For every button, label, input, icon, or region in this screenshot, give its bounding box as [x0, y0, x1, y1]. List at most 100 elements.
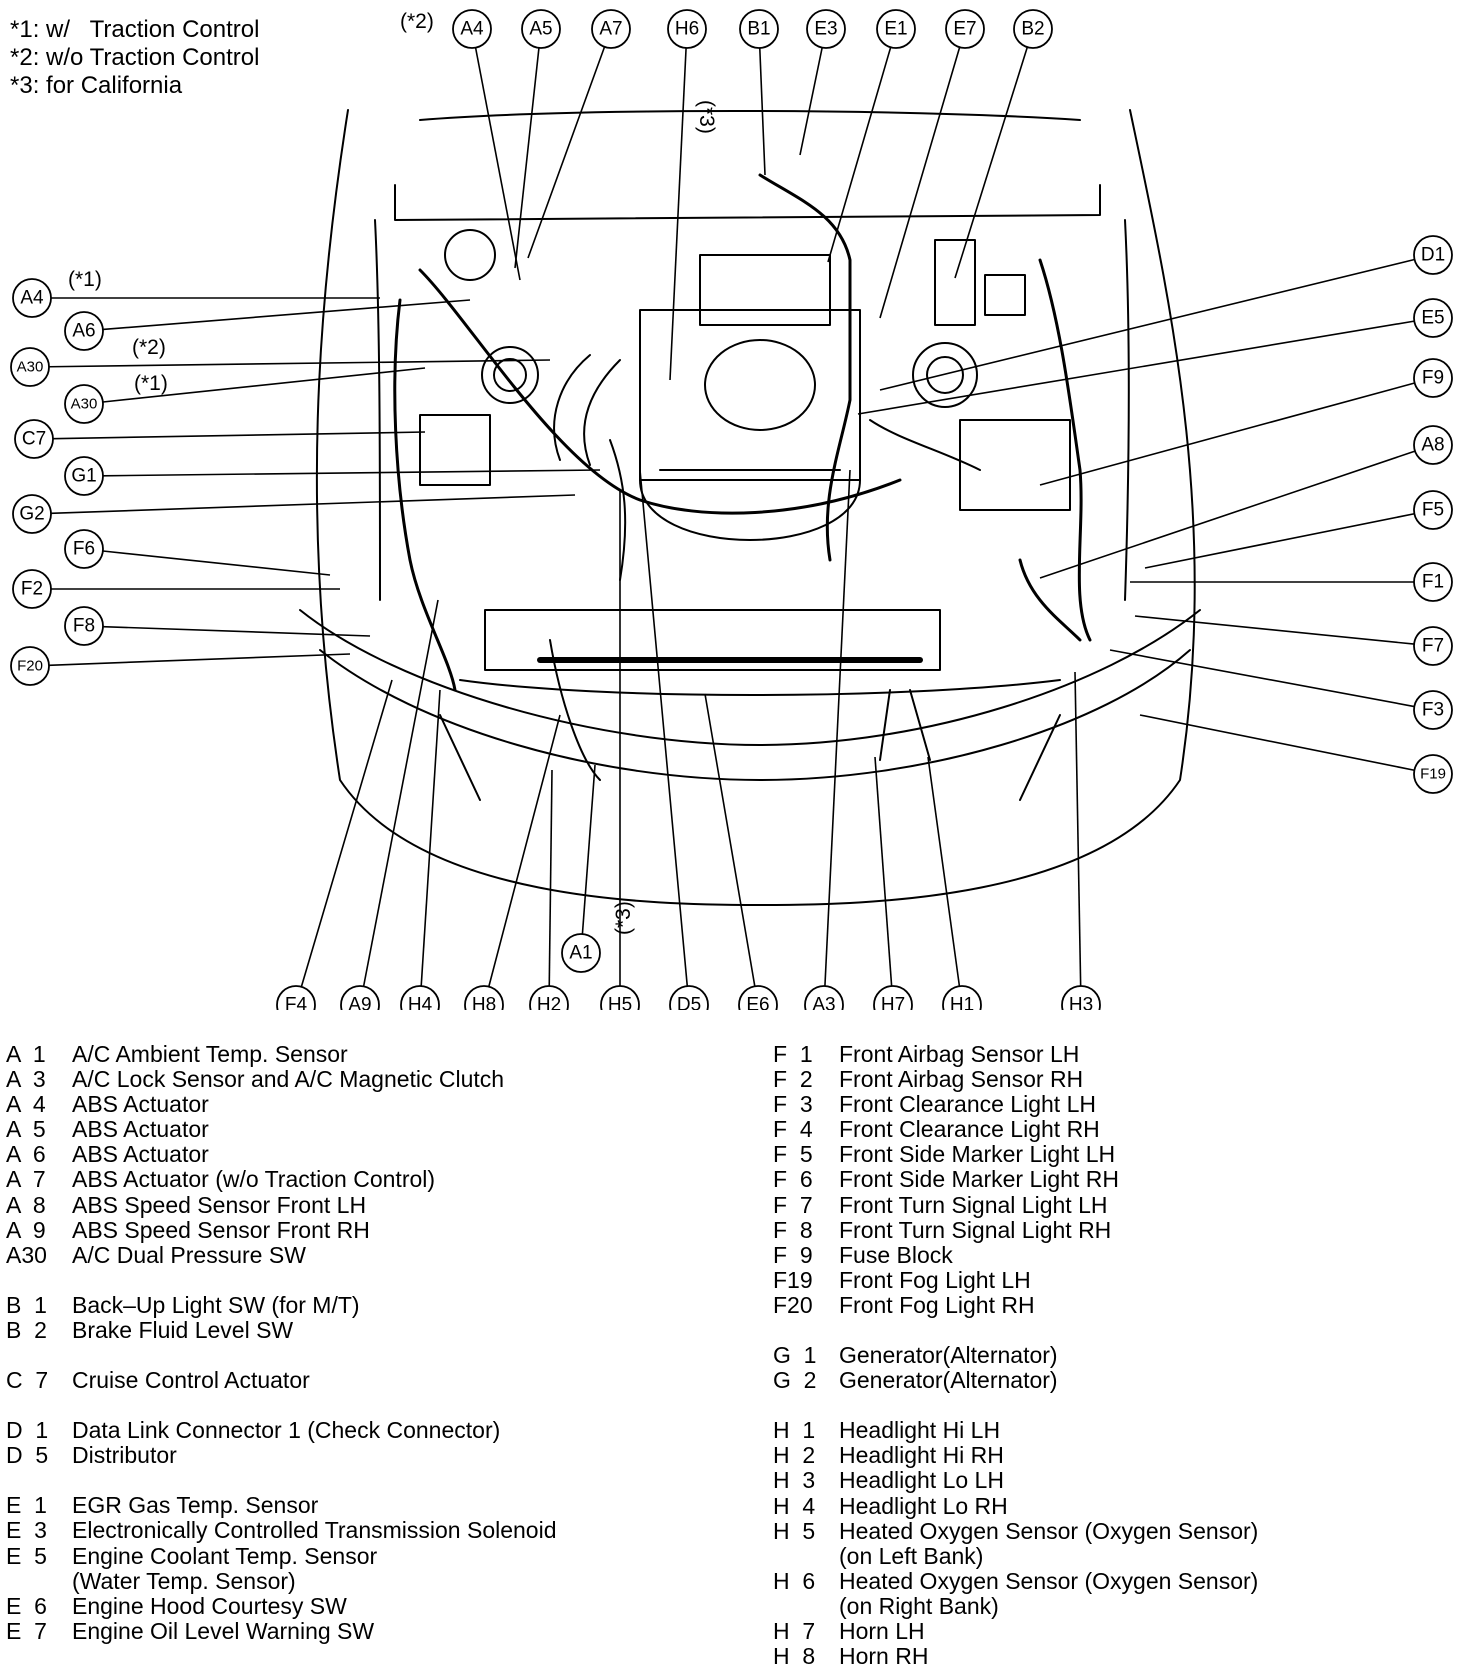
legend-description: Headlight Hi RH — [839, 1442, 1004, 1469]
legend-row: H 2 Headlight Hi RH — [773, 1443, 1463, 1468]
leader-line-f8 — [102, 625, 371, 637]
callout-label: F7 — [1422, 636, 1444, 657]
legend-code: H 6 — [773, 1567, 816, 1594]
callout-label: H5 — [608, 995, 632, 1011]
legend-code: D 1 — [6, 1417, 49, 1444]
hood-inner-outline — [419, 110, 1081, 121]
legend-code: F 3 — [773, 1091, 813, 1118]
legend-code: H 3 — [773, 1467, 816, 1494]
callout-circle — [276, 985, 316, 1010]
callout-label: A1 — [569, 943, 592, 964]
legend-description: Brake Fluid Level SW — [72, 1316, 294, 1343]
callout-f7: F7 — [1413, 626, 1453, 666]
legend-code: A 3 — [6, 1066, 46, 1093]
legend-description: A/C Lock Sensor and A/C Magnetic Clutch — [72, 1066, 505, 1093]
legend-description: Headlight Hi LH — [839, 1417, 1001, 1444]
leader-line-b2 — [954, 46, 1029, 279]
note-1-a30: (*1) — [134, 372, 168, 395]
legend-description: Horn RH — [839, 1643, 929, 1669]
leader-line-h7 — [874, 756, 893, 987]
callout-label: E6 — [746, 995, 769, 1011]
legend-code: E 5 — [6, 1542, 47, 1569]
callout-circle — [10, 646, 50, 686]
legend-code: F 7 — [773, 1191, 813, 1218]
legend-description: Front Side Marker Light LH — [839, 1141, 1116, 1168]
callout-circle — [1413, 626, 1453, 666]
callout-label: F8 — [73, 616, 95, 637]
note-1-a4: (*1) — [68, 268, 102, 291]
leader-line-f9 — [1039, 382, 1415, 486]
footnote-1: *1: w/ Traction Control — [10, 16, 260, 43]
callout-h7: H7 — [873, 985, 913, 1010]
legend-code: H 2 — [773, 1442, 816, 1469]
legend-description: EGR Gas Temp. Sensor — [72, 1492, 319, 1519]
engine-illustration — [299, 109, 1201, 906]
callout-label: A6 — [72, 321, 95, 342]
legend-code: F 6 — [773, 1166, 813, 1193]
callout-circle — [591, 9, 631, 49]
legend-row: H 6 Heated Oxygen Sensor (Oxygen Sensor) — [773, 1567, 1463, 1594]
intake-plenum — [704, 339, 816, 431]
legend-code: E 7 — [6, 1617, 47, 1644]
callout-circle — [1413, 298, 1453, 338]
legend-description: Engine Oil Level Warning SW — [72, 1617, 375, 1644]
callout-circle — [1413, 690, 1453, 730]
callout-g2: G2 — [12, 494, 52, 534]
leader-line-f5 — [1144, 512, 1415, 569]
note-3-h5: (*3) — [612, 901, 635, 935]
callout-label: A5 — [529, 19, 552, 40]
legend-code: H 7 — [773, 1617, 816, 1644]
callout-label: F3 — [1422, 700, 1444, 721]
legend-description: Horn LH — [839, 1617, 925, 1644]
legend-description: Headlight Lo LH — [839, 1467, 1004, 1494]
callout-label: B1 — [747, 19, 770, 40]
callout-d5: D5 — [669, 985, 709, 1011]
callout-label: F1 — [1422, 572, 1444, 593]
footnotes: *1: w/ Traction Control *2: w/o Traction… — [10, 16, 259, 100]
legend-description: (on Right Bank) — [839, 1592, 999, 1619]
callout-f3: F3 — [1413, 690, 1453, 730]
callout-a30: A30 — [64, 384, 104, 424]
callout-label: F4 — [285, 995, 308, 1011]
legend-code: A 5 — [6, 1116, 46, 1143]
radiator-support — [484, 609, 941, 671]
legend-row: F 6 Front Side Marker Light RH — [773, 1167, 1463, 1192]
legend-description: Heated Oxygen Sensor (Oxygen Sensor) — [839, 1567, 1259, 1594]
callout-circle — [64, 606, 104, 646]
leader-line-f20 — [48, 653, 351, 667]
callout-circle — [64, 311, 104, 351]
callout-label: F2 — [21, 579, 43, 600]
legend-code: B 1 — [6, 1291, 47, 1318]
callout-label: D5 — [677, 995, 701, 1011]
callout-label: A4 — [460, 19, 484, 40]
leader-line-e7 — [879, 47, 961, 319]
callout-a4: A4 — [12, 278, 52, 318]
callout-label: E7 — [953, 19, 976, 40]
callout-label: B2 — [1021, 19, 1044, 40]
callout-label: F5 — [1422, 500, 1444, 521]
callout-circle — [521, 9, 561, 49]
leader-line-e1 — [827, 47, 892, 263]
callout-label: H3 — [1069, 995, 1093, 1011]
callout-label: E5 — [1421, 308, 1444, 329]
left-reservoir — [481, 346, 539, 404]
legend-code: G 1 — [773, 1342, 817, 1369]
callout-label: A8 — [1421, 435, 1444, 456]
callout-label: H6 — [675, 19, 699, 40]
callout-label: H1 — [950, 995, 974, 1011]
fuse-block — [959, 419, 1071, 511]
callout-circle — [876, 9, 916, 49]
legend-description: A/C Ambient Temp. Sensor — [72, 1041, 348, 1067]
legend-description: Front Side Marker Light RH — [839, 1166, 1119, 1193]
leader-line-a30 — [102, 367, 426, 403]
